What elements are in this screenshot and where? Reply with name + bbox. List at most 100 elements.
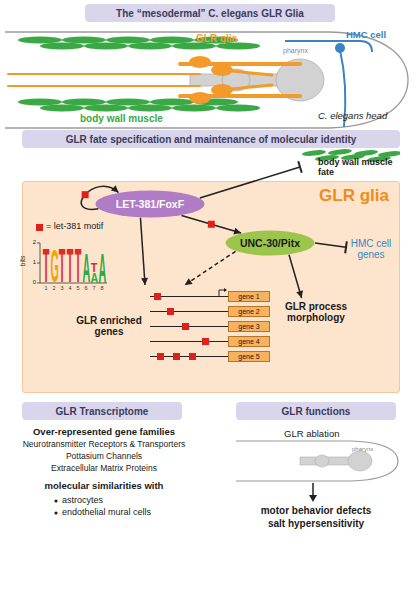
node-text: The “mesodermal” C. elegans GLR Glia (116, 8, 304, 19)
muscle-cell (18, 99, 62, 106)
pharynx-bulb (348, 451, 372, 471)
motif-mark (173, 353, 180, 360)
node-text: GLR process morphology (280, 301, 352, 323)
position-number: 6 (82, 285, 90, 291)
motif-mark (154, 293, 161, 300)
section-banner: GLR functions (236, 402, 396, 420)
part-label: C. elegans head (318, 111, 387, 122)
worm-outline (236, 441, 398, 481)
muscle-fate-box: body wall muscle fate (300, 149, 400, 179)
part-label: pharynx (283, 47, 308, 55)
result-text: salt hypersensitivity (236, 518, 396, 530)
gene-line (150, 296, 228, 297)
section-banner: GLR fate specification and maintenance o… (22, 130, 400, 148)
logo-letter: A (82, 248, 89, 289)
motif-mark (208, 221, 215, 228)
axis-number: 1 (31, 259, 36, 266)
muscle-cell (172, 105, 216, 112)
similarity-item: endothelial mural cells (62, 507, 151, 517)
note-heading: Over-represented gene families (4, 427, 204, 438)
muscle-cell (62, 99, 106, 106)
muscle-cell (84, 43, 128, 50)
axis-number: 2 (31, 239, 36, 246)
experiment-label: GLR ablation (284, 429, 339, 440)
gene-line (150, 311, 228, 312)
glr-glia-shape (8, 64, 300, 96)
result-arrow-head (309, 495, 317, 502)
factor-ellipse: UNC-30/Pitx (225, 230, 315, 256)
node-text: GLR fate specification and maintenance o… (66, 134, 357, 145)
glia-process (8, 85, 200, 87)
motif-mark (202, 338, 209, 345)
logo-letter: T (58, 242, 65, 290)
muscle-cell (40, 105, 84, 112)
node-text: gene 1 (238, 293, 259, 301)
axis-number: 0 (31, 279, 36, 286)
gene-line (150, 341, 228, 342)
node-text: gene 3 (238, 323, 259, 331)
node-text: gene 2 (238, 308, 259, 316)
node-text: HMC cell genes (346, 238, 396, 260)
gene-box: gene 2 (228, 306, 270, 317)
muscle-cell (328, 149, 352, 156)
worm-outline (5, 32, 408, 128)
bullet (54, 511, 57, 514)
axis-title: bits (19, 256, 27, 267)
motif-mark (157, 353, 164, 360)
glia-cell-body (211, 84, 233, 96)
gene-family: Extracellular Matrix Proteins (4, 464, 204, 474)
node-text: body wall muscle fate (318, 157, 400, 177)
note-heading: molecular similarities with (4, 481, 204, 492)
node-text: GLR Transcriptome (56, 406, 149, 417)
glia-process (8, 73, 200, 75)
logo-letter: G (50, 244, 57, 290)
gene-box: gene 3 (228, 321, 270, 332)
text-box: GLR process morphology (280, 298, 352, 326)
logo-letter: A (90, 271, 97, 285)
position-number: 7 (90, 285, 98, 291)
muscle-cell (40, 43, 84, 50)
bullet (54, 499, 57, 502)
result-text: motor behavior defects (236, 505, 396, 517)
hmc-cell-body (335, 43, 345, 53)
inhibition-bar (298, 161, 302, 172)
node-text: UNC-30/Pitx (240, 237, 300, 249)
ellipse-fill (226, 231, 315, 256)
section-banner: GLR Transcriptome (22, 402, 182, 420)
position-number: 3 (58, 285, 66, 291)
position-number: 4 (66, 285, 74, 291)
gene-box: gene 5 (228, 351, 270, 362)
muscle-cell (84, 105, 128, 112)
logo-letter: T (74, 242, 81, 290)
muscle-cell (106, 99, 150, 106)
muscle-cell (216, 105, 260, 112)
logo-letter: T (66, 242, 73, 290)
glia-cell-body (189, 92, 211, 104)
logo-letter: T (42, 242, 49, 290)
glr-glia-bodies (189, 56, 233, 104)
logo-letter: A (98, 246, 105, 289)
ablated-worm (236, 441, 398, 502)
part-label: pharynx (352, 446, 373, 453)
part-label: GLR glia (196, 33, 237, 45)
motif-mark (189, 353, 196, 360)
legend-text: = let-381 motif (46, 221, 103, 231)
muscle-cell (302, 149, 326, 157)
part-label: body wall muscle (80, 113, 163, 125)
muscle-cell (18, 37, 62, 44)
muscle-cell (128, 43, 172, 50)
legend-swatch (36, 224, 43, 231)
part-label: HMC cell (346, 30, 386, 41)
node-text: GLR functions (282, 406, 351, 417)
factor-ellipse: LET-381/FoxF (95, 190, 205, 218)
motif-mark (182, 323, 189, 330)
text-box: HMC cell genes (346, 232, 396, 266)
gene-family: Neurotransmitter Receptors & Transporter… (4, 440, 204, 450)
node-text: GLR enriched genes (72, 315, 146, 337)
glia-cell-body (189, 56, 211, 68)
node-text: gene 5 (238, 353, 259, 361)
position-number: 1 (42, 285, 50, 291)
node-text: GLR glia (319, 186, 389, 206)
